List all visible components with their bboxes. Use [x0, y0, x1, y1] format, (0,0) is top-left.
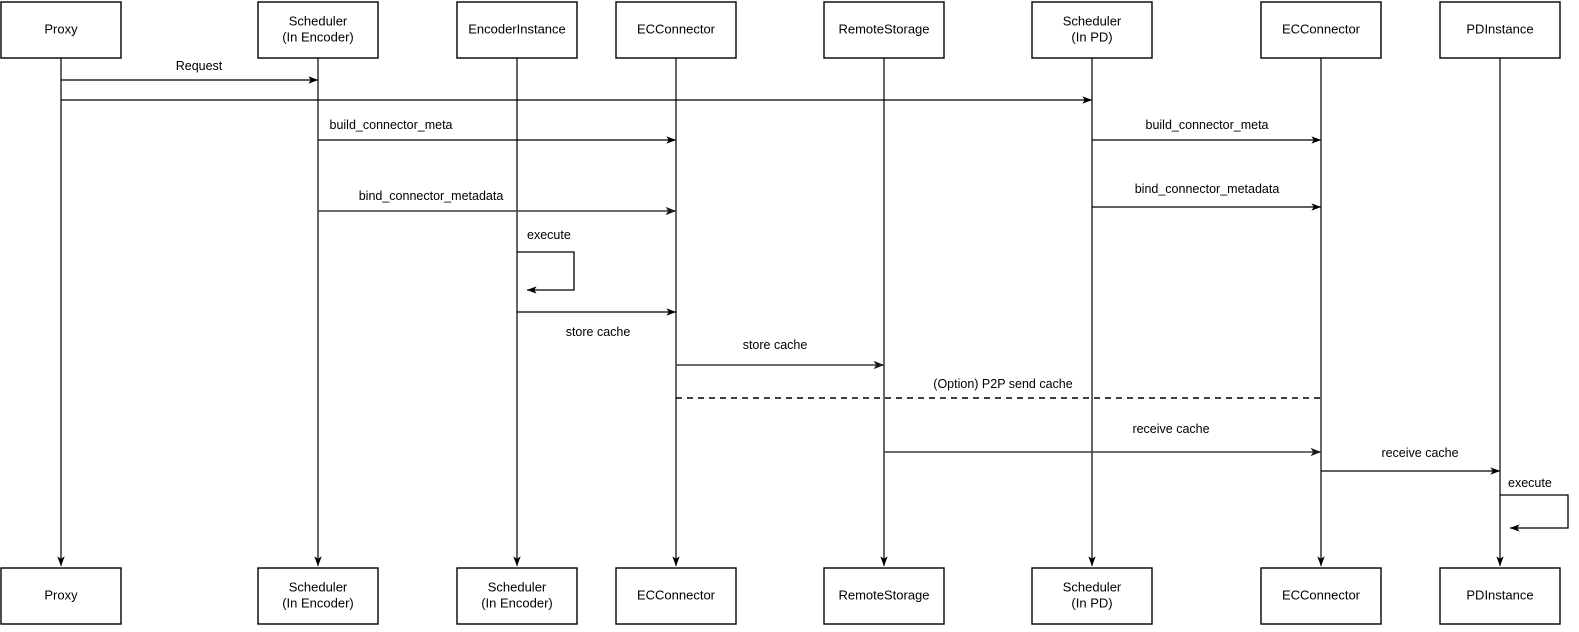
message-m13: execute — [1500, 476, 1569, 532]
self-loop-path — [517, 251, 575, 294]
header-box-remote_storage[interactable]: RemoteStorage — [823, 1, 945, 59]
box-label: (In PD) — [1071, 595, 1112, 610]
box-frame — [257, 567, 379, 625]
box-frame — [1260, 567, 1382, 625]
message-m12: receive cache — [1321, 446, 1501, 475]
box-label: Proxy — [44, 587, 78, 602]
box-label: Scheduler — [289, 13, 348, 28]
box-label: ECConnector — [637, 21, 716, 36]
message-m6: bind_connector_metadata — [1092, 182, 1322, 211]
message-label: receive cache — [1381, 446, 1458, 460]
box-frame — [257, 1, 379, 59]
footer-box-sched_pd[interactable]: Scheduler(In PD) — [1031, 567, 1153, 625]
message-label: execute — [1508, 476, 1552, 490]
box-label: ECConnector — [637, 587, 716, 602]
header-box-proxy[interactable]: Proxy — [0, 1, 122, 59]
box-label: PDInstance — [1466, 21, 1533, 36]
header-box-sched_enc[interactable]: Scheduler(In Encoder) — [257, 1, 379, 59]
box-frame — [0, 1, 122, 59]
box-frame — [456, 567, 578, 625]
header-box-encoder_inst[interactable]: EncoderInstance — [456, 1, 578, 59]
message-m9: store cache — [676, 338, 885, 370]
message-m5: bind_connector_metadata — [318, 189, 677, 216]
message-m11: receive cache — [884, 422, 1322, 457]
message-label: receive cache — [1132, 422, 1209, 436]
message-label: bind_connector_metadata — [359, 189, 504, 203]
box-frame — [456, 1, 578, 59]
box-frame — [0, 567, 122, 625]
header-box-ecconn_pd[interactable]: ECConnector — [1260, 1, 1382, 59]
messages-group: Request build_connector_meta build_connect… — [61, 59, 1569, 532]
box-label: ECConnector — [1282, 587, 1361, 602]
footer-box-proxy[interactable]: Proxy — [0, 567, 122, 625]
message-label: store cache — [566, 325, 631, 339]
box-label: Scheduler — [488, 579, 547, 594]
box-label: Proxy — [44, 21, 78, 36]
footer-box-encoder_inst[interactable]: Scheduler(In Encoder) — [456, 567, 578, 625]
box-label: RemoteStorage — [838, 21, 929, 36]
footer-box-remote_storage[interactable]: RemoteStorage — [823, 567, 945, 625]
box-label: Scheduler — [1063, 13, 1122, 28]
header-box-pd_instance[interactable]: PDInstance — [1439, 1, 1561, 59]
box-label: Scheduler — [289, 579, 348, 594]
box-frame — [1439, 1, 1561, 59]
message-label: (Option) P2P send cache — [933, 377, 1072, 391]
message-label: build_connector_meta — [330, 118, 453, 132]
footer-box-pd_instance[interactable]: PDInstance — [1439, 567, 1561, 625]
box-label: (In Encoder) — [282, 29, 354, 44]
box-frame — [1031, 567, 1153, 625]
box-frame — [823, 1, 945, 59]
message-m8: store cache — [517, 308, 677, 339]
message-label: execute — [527, 228, 571, 242]
message-label: bind_connector_metadata — [1135, 182, 1280, 196]
box-label: PDInstance — [1466, 587, 1533, 602]
footer-box-ecconn_enc[interactable]: ECConnector — [615, 567, 737, 625]
message-label: build_connector_meta — [1146, 118, 1269, 132]
box-label: ECConnector — [1282, 21, 1361, 36]
message-m7: execute — [517, 228, 575, 294]
header-box-ecconn_enc[interactable]: ECConnector — [615, 1, 737, 59]
box-frame — [615, 567, 737, 625]
box-label: (In PD) — [1071, 29, 1112, 44]
message-m1: Request — [61, 59, 319, 84]
box-frame — [1439, 567, 1561, 625]
lifelines-group — [57, 58, 1504, 567]
message-label: Request — [176, 59, 223, 73]
footer-box-ecconn_pd[interactable]: ECConnector — [1260, 567, 1382, 625]
self-loop-path — [1500, 494, 1569, 532]
message-m10: (Option) P2P send cache — [676, 377, 1321, 399]
box-label: RemoteStorage — [838, 587, 929, 602]
footer-box-sched_enc[interactable]: Scheduler(In Encoder) — [257, 567, 379, 625]
message-m4: build_connector_meta — [1092, 118, 1322, 144]
header-box-sched_pd[interactable]: Scheduler(In PD) — [1031, 1, 1153, 59]
box-label: Scheduler — [1063, 579, 1122, 594]
box-label: (In Encoder) — [481, 595, 553, 610]
box-frame — [823, 567, 945, 625]
box-label: (In Encoder) — [282, 595, 354, 610]
box-frame — [1031, 1, 1153, 59]
box-frame — [1260, 1, 1382, 59]
message-m3: build_connector_meta — [318, 118, 677, 144]
box-label: EncoderInstance — [468, 21, 566, 36]
box-frame — [615, 1, 737, 59]
message-label: store cache — [743, 338, 808, 352]
